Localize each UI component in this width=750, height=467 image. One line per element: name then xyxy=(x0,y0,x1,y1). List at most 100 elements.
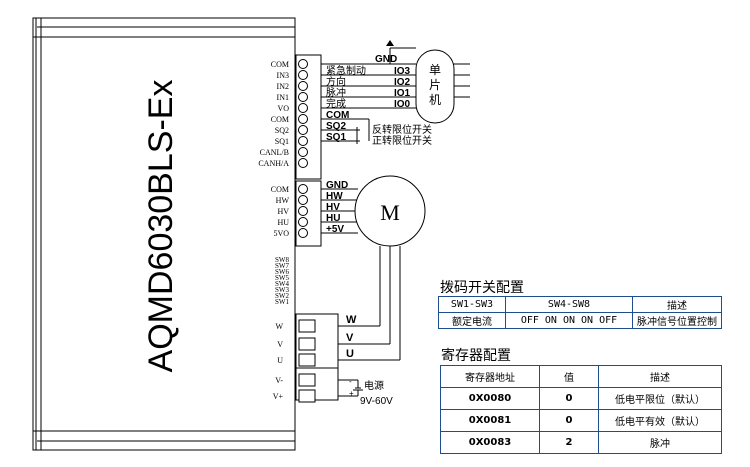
dip-switch-label: SW6 xyxy=(275,268,290,276)
terminal-label: VO xyxy=(277,104,289,113)
terminal-label: SQ1 xyxy=(275,137,289,146)
power-voltage: 9V-60V xyxy=(360,396,393,407)
driver-housing xyxy=(32,17,296,451)
dip-switch-label: SW5 xyxy=(275,274,290,282)
terminal-label: HU xyxy=(277,218,289,227)
terminal-label: HV xyxy=(277,207,289,216)
terminal-screw-icon xyxy=(298,158,308,168)
terminal-label: V- xyxy=(275,376,283,385)
power-minus: - xyxy=(349,377,352,386)
power-labels: - + 电源 9V-60V xyxy=(349,377,393,407)
dip-config-table: SW1-SW3 SW4-SW8 描述 额定电流 OFF ON ON ON OFF… xyxy=(438,296,722,329)
table-header-row: SW1-SW3 SW4-SW8 描述 xyxy=(438,296,722,313)
terminal-screw-icon xyxy=(298,206,308,216)
terminal-label: 5VO xyxy=(273,229,289,238)
table-cell: 0 xyxy=(539,387,599,410)
com-label: COM xyxy=(326,110,349,121)
table-cell: 0 xyxy=(539,409,599,432)
terminal-label: V+ xyxy=(273,392,284,401)
mcu-label: 单 片 机 xyxy=(429,63,441,107)
dip-switch-label: SW3 xyxy=(275,286,290,294)
limit-terminal-1: SQ2 xyxy=(326,121,346,132)
table-header-cell: 描述 xyxy=(632,296,722,313)
power-terminal-icon xyxy=(298,373,316,387)
dip-switch-label: SW2 xyxy=(275,292,290,300)
terminal-label: COM xyxy=(271,115,289,124)
control-wires xyxy=(321,47,470,144)
terminal-screw-icon xyxy=(298,114,308,124)
terminal-screw-icon xyxy=(298,217,308,227)
hall-label-hv: HV xyxy=(326,202,340,213)
phase-label-u: U xyxy=(346,348,354,360)
terminal-screw-icon xyxy=(298,59,308,69)
table-row: 0X0083 2 脉冲 xyxy=(440,431,722,454)
mcu-char-2: 片 xyxy=(429,78,441,92)
terminal-label: U xyxy=(277,356,283,365)
power-plus: + xyxy=(349,389,354,398)
limit-terminal-2: SQ1 xyxy=(326,132,346,143)
mcu-char-1: 单 xyxy=(429,63,441,77)
terminal-label: CANH/A xyxy=(258,159,289,168)
signal-io-2: IO2 xyxy=(394,77,411,88)
terminal-label: COM xyxy=(271,185,289,194)
table-row: 额定电流 OFF ON ON ON OFF 脉冲信号位置控制 xyxy=(438,312,722,329)
table-header-cell: 值 xyxy=(539,365,599,388)
signal-name-3: 脉冲 xyxy=(326,86,346,99)
terminal-screw-icon xyxy=(298,147,308,157)
terminal-label: W xyxy=(275,322,283,331)
signal-name-4: 完成 xyxy=(326,97,346,110)
terminal-screw-icon xyxy=(298,125,308,135)
table-header-cell: 描述 xyxy=(598,365,722,388)
terminal-label: IN1 xyxy=(277,93,289,102)
power-terminal-squares xyxy=(298,319,316,403)
motor-symbol: M xyxy=(380,200,400,225)
table-cell: 2 xyxy=(539,431,599,454)
limit-desc-1: 反转限位开关 xyxy=(372,123,432,136)
table-cell: 0X0083 xyxy=(440,431,540,454)
power-label: 电源 xyxy=(364,379,384,392)
terminal-screws xyxy=(298,59,308,238)
signal-name-2: 方向 xyxy=(326,75,346,88)
terminal-label: V xyxy=(277,340,283,349)
terminal-label: COM xyxy=(271,60,289,69)
table-cell: 额定电流 xyxy=(438,312,506,329)
table-cell: 低电平限位（默认） xyxy=(598,387,722,410)
terminal-screw-icon xyxy=(298,81,308,91)
table-cell: 0X0080 xyxy=(440,387,540,410)
power-terminal-icon xyxy=(298,337,316,351)
terminal-blocks xyxy=(295,54,339,401)
terminal-label: CANL/B xyxy=(260,148,289,157)
table-header-row: 寄存器地址 值 描述 xyxy=(440,365,722,388)
gnd-label: GND xyxy=(375,54,397,65)
terminal-label: IN3 xyxy=(277,71,289,80)
terminal-screw-icon xyxy=(298,184,308,194)
hall-wires xyxy=(320,188,358,243)
table-cell: 低电平有效（默认） xyxy=(598,409,722,432)
table-cell: OFF ON ON ON OFF xyxy=(505,312,633,329)
table-header-cell: SW4-SW8 xyxy=(505,296,633,313)
terminal-screw-icon xyxy=(298,103,308,113)
power-terminal-icon xyxy=(298,353,316,367)
phase-label-v: V xyxy=(346,332,354,344)
driver-model-label: AQMD6030BLS-Ex xyxy=(142,80,180,373)
phase-label-w: W xyxy=(346,314,357,326)
hall-label-hu: HU xyxy=(326,213,340,224)
terminal-screw-icon xyxy=(298,195,308,205)
power-terminal-icon xyxy=(298,389,316,403)
register-config-title: 寄存器配置 xyxy=(441,348,511,364)
signal-name-1: 紧急制动 xyxy=(326,64,366,77)
table-row: 0X0081 0 低电平有效（默认） xyxy=(440,409,722,432)
table-header-cell: 寄存器地址 xyxy=(440,365,540,388)
terminal-screw-icon xyxy=(298,136,308,146)
phase-labels: W V U xyxy=(346,314,357,360)
table-cell: 脉冲信号位置控制 xyxy=(632,312,722,329)
control-labels: GND 紧急制动 方向 脉冲 完成 IO3 IO2 IO1 IO0 COM SQ… xyxy=(326,54,432,147)
limit-desc-2: 正转限位开关 xyxy=(372,134,432,147)
table-row: 0X0080 0 低电平限位（默认） xyxy=(440,387,722,410)
hall-label-5v: +5V xyxy=(326,224,344,235)
power-terminal-icon xyxy=(298,319,316,333)
